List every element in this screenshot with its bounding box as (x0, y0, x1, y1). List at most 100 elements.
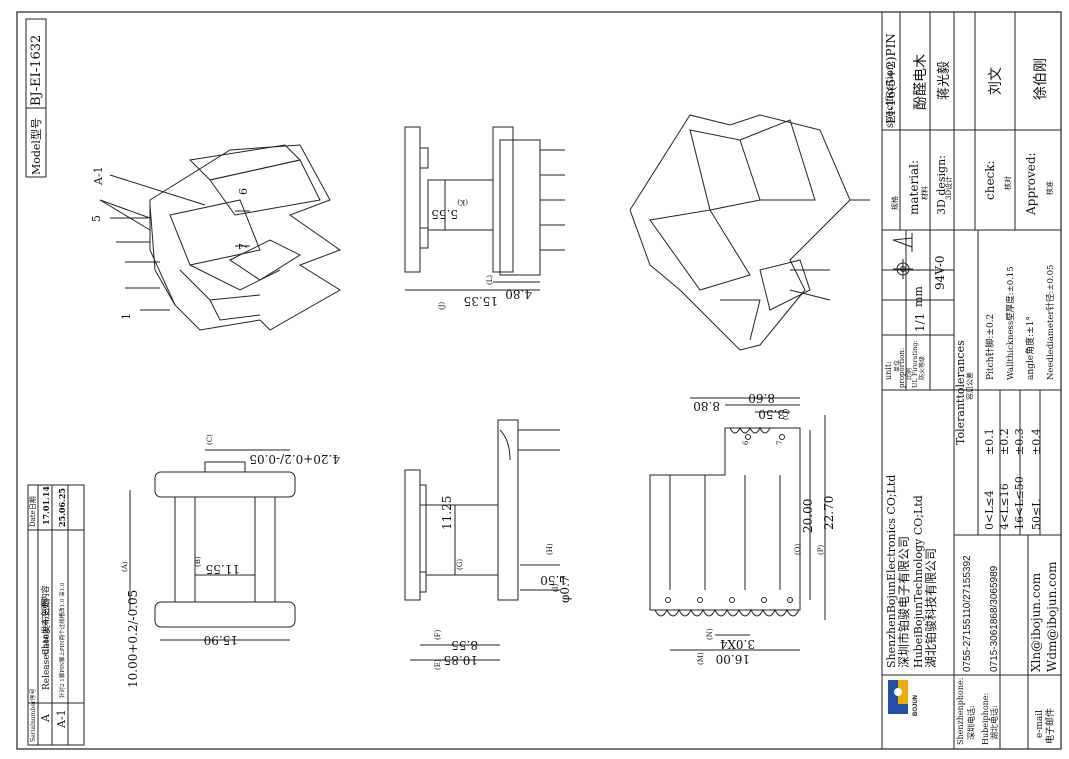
email-label: e-mail (1035, 710, 1045, 738)
dim-n: (N) (706, 628, 714, 640)
proportion-label: proportion: (898, 348, 906, 388)
proportion-sub: 比例 (905, 368, 913, 380)
changes-header: Changes 变更内容 (40, 585, 50, 655)
tol-value-1: ±0.1 (983, 428, 996, 455)
logo-text: BOJUN (913, 695, 919, 716)
dim-c: (C) (206, 434, 214, 445)
spec-label: specification: (885, 60, 896, 128)
company-en-2: HubeiBojunTechnology CO;Ltd (912, 495, 925, 668)
title-block (881, 11, 1062, 750)
dim-10-00: 10.00+0.2/-0.05 (126, 590, 140, 688)
company-cn-2: 湖北铂骏科技有限公司 (923, 548, 938, 668)
check-label: check: (983, 160, 997, 200)
tol-angle: angle角度:±1° (1024, 316, 1036, 380)
bottom-pin-7: 7 (776, 441, 784, 445)
pin-label-1: 1 (120, 313, 133, 320)
approved-value: 徐伯刚 (1033, 58, 1049, 100)
spec-value: EI-16(5+2)PIN (884, 33, 898, 124)
tol-range-3: 16<L≤50 (1013, 476, 1026, 530)
unit-label: unit: (884, 361, 893, 380)
tolerances-sub: 容忍公差 (965, 372, 974, 400)
pin-label-5: 5 (90, 215, 103, 222)
tol-wall: Wallthickness壁厚度:±0.15 (1005, 266, 1016, 380)
change-row-2-date: 25.06.25 (57, 488, 67, 527)
dim-16-00: 16.00 (716, 652, 750, 666)
pin-label-7: 7 (237, 243, 250, 250)
dim-e: (E) (434, 659, 442, 670)
change-row-1-serial: A (39, 713, 52, 723)
isometric-view-pins (99, 144, 342, 331)
dim-a: (A) (121, 561, 129, 572)
projection-symbol-icon (892, 233, 913, 252)
sz-phone-sub: 深圳电话: (966, 705, 976, 740)
check-sub: 核对 (1003, 176, 1012, 190)
design-label: 3D design: (935, 155, 948, 215)
sz-phone-value: 0755-27155110/27155392 (962, 555, 973, 672)
isometric-view-body (629, 114, 870, 351)
material-label: material: (907, 160, 921, 215)
dim-o: (O) (794, 544, 802, 555)
sz-phone-label: Shenzhenphone: (956, 678, 965, 745)
fire-sub: 防火等级 (918, 356, 926, 380)
hb-phone-sub: 湖北电话: (989, 705, 999, 740)
pin-label-6: 6 (237, 188, 250, 195)
changes-table: Serialnumber序号 Changes 变更内容 Date日期 A Rel… (27, 484, 85, 746)
company-cn-1: 深圳市铂骏电子有限公司 (896, 536, 911, 668)
dim-k: (K) (457, 198, 468, 206)
dim-15-35: 15.35 (464, 294, 498, 308)
dim-22-70: 22.70 (822, 496, 836, 530)
fire-value: 94V-0 (933, 255, 947, 290)
model-label: Model型号 (29, 118, 43, 175)
company-en-1: ShenzhenBojunElectronics CO;Ltd (885, 475, 898, 668)
tol-value-4: ±0.4 (1030, 428, 1043, 455)
unit-value: mm (912, 286, 925, 307)
dim-f: (F) (434, 629, 442, 640)
side-view-top (404, 126, 565, 291)
dim-p: (P) (817, 545, 825, 555)
hb-phone-label: Hubeiphone: (981, 693, 990, 745)
tol-value-3: ±0.3 (1013, 428, 1026, 455)
dim-i: (I) (552, 584, 560, 592)
crosshair-circle-icon (893, 259, 913, 279)
proportion-value: 1/1 (913, 313, 927, 332)
tol-range-1: 0<L≤4 (983, 490, 996, 530)
dim-11-25: 11.25 (440, 496, 454, 530)
dim-g: (G) (456, 559, 464, 570)
side-view-bottom (404, 419, 560, 661)
tolerances-label: Toleranttolerances (954, 340, 967, 445)
change-row-1-text: Releasedate发布日期 (40, 598, 52, 690)
front-view (129, 449, 296, 641)
fire-label: UL Firerating: (911, 340, 919, 388)
dim-8-80: 8.80 (693, 399, 720, 413)
design-value: 蒋光毅 (936, 61, 952, 100)
dim-20-00: 20.00 (801, 499, 815, 533)
dim-8-55: 8.55 (451, 638, 478, 652)
design-sub: 3D设计 (944, 176, 953, 200)
tol-range-4: 50≤L (1030, 499, 1043, 530)
email-sub: 电子邮件 (1044, 708, 1056, 744)
dim-j: (J) (438, 301, 446, 310)
dim-h: (H) (546, 543, 554, 555)
tol-pitch: Pitch针脚:±0.2 (984, 314, 996, 380)
spec-sub: 规格 (890, 196, 899, 210)
change-row-1-date: 17.01.14 (41, 486, 51, 525)
dim-m: (M) (697, 652, 705, 665)
changes-serial-header: Serialnumber序号 (29, 688, 37, 742)
change-row-2-text: 针对2 1脚PIN脚上PIN两个过线槽改1.0 深1.0 (58, 582, 66, 698)
hb-phone-value: 0715-3061868/3065989 (989, 565, 1000, 672)
model-box: Model型号 BJ-EI-1632 (25, 18, 47, 178)
dim-5-55: 5.55 (431, 207, 458, 221)
approved-label: Approved: (1024, 152, 1038, 216)
approved-sub: 核准 (1045, 181, 1054, 195)
dim-4-80: 4.80 (505, 287, 532, 301)
dim-q: (Q) (782, 409, 790, 420)
material-value: 酚醛电木 (913, 54, 929, 110)
bottom-view (649, 397, 826, 651)
unit-sub: 单位 (893, 360, 901, 372)
tol-needle: Needlediameter针径:±0.05 (1045, 265, 1056, 380)
tol-value-2: ±0.2 (998, 428, 1011, 455)
dim-1-50: 1.50 (540, 573, 567, 587)
email-2: Wdm@ibojun.com (1045, 561, 1059, 672)
dim-15-90: 15.90 (204, 633, 238, 647)
